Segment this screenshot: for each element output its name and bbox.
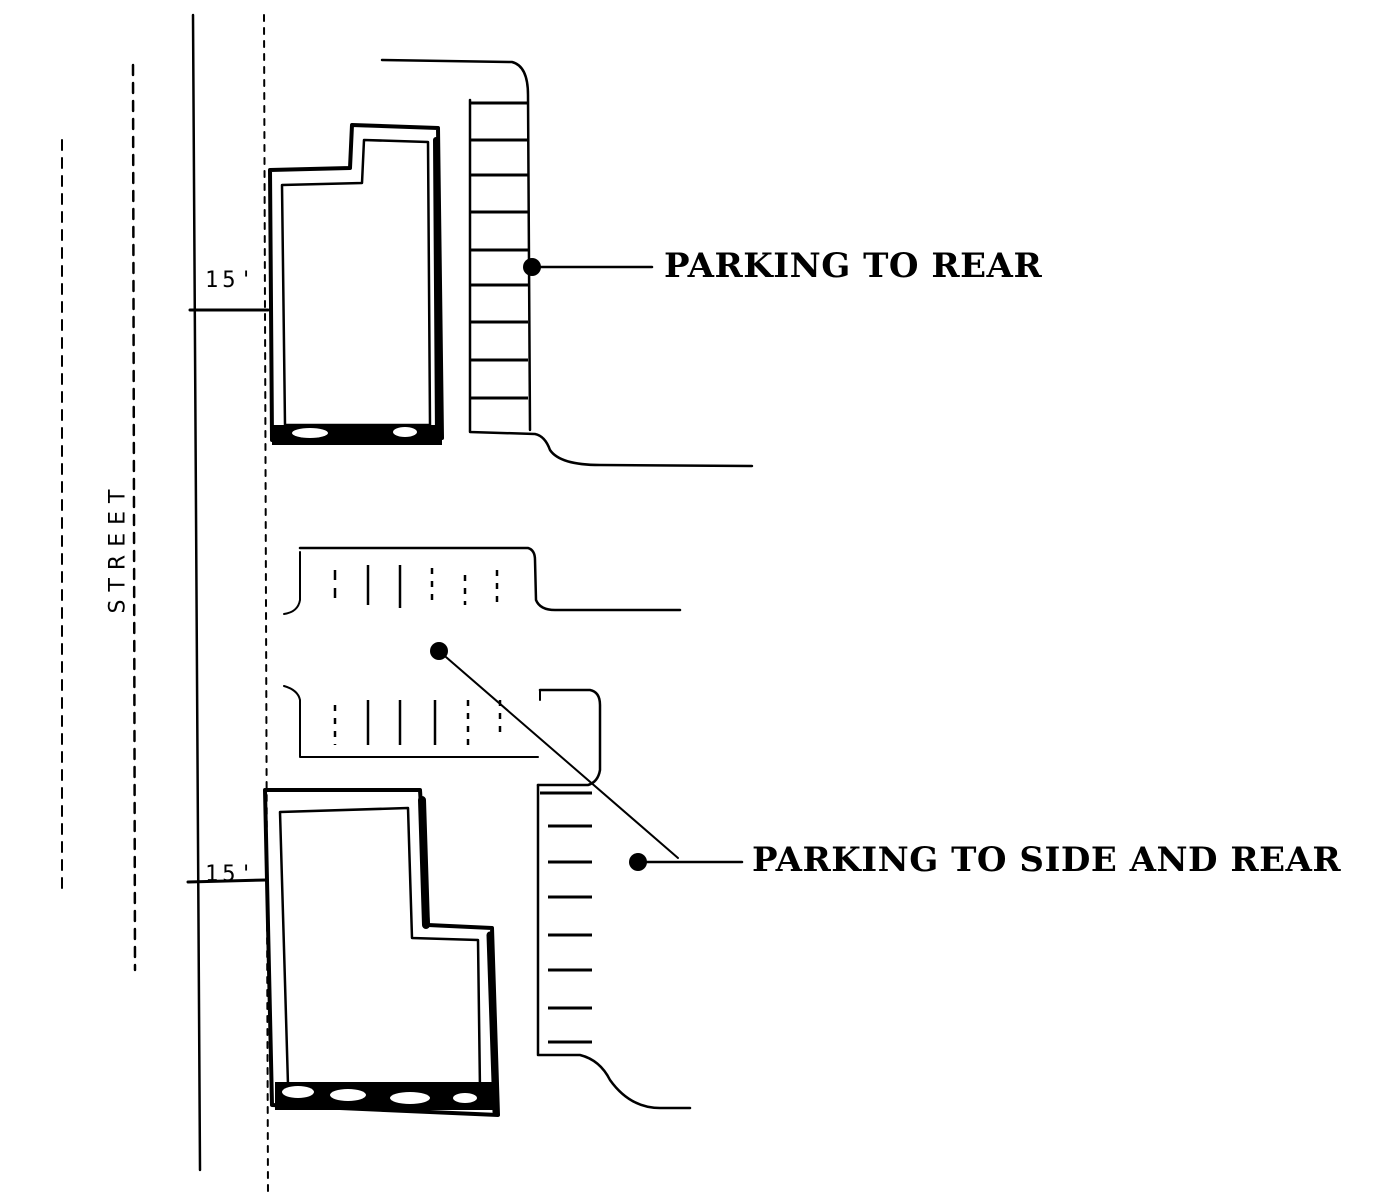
parking-lot-rear (380, 58, 754, 468)
parking-lot-rear-bottom (536, 688, 692, 1110)
setback-dimension-bottom (186, 878, 268, 884)
label-parking-to-rear: PARKING TO REAR (664, 246, 1043, 286)
callout-parking-side-rear (629, 853, 744, 871)
setback-label-top: 15' (205, 268, 257, 293)
callout-parking-rear (523, 258, 654, 276)
street-label: STREET (105, 481, 131, 614)
street-edges (61, 13, 269, 1196)
setback-label-bottom: 15' (205, 862, 257, 887)
parking-lot-side (283, 546, 682, 758)
label-parking-to-side-and-rear: PARKING TO SIDE AND REAR (752, 840, 1342, 880)
building-top (268, 123, 444, 445)
building-bottom (263, 788, 500, 1117)
callout-parking-side (430, 642, 679, 859)
